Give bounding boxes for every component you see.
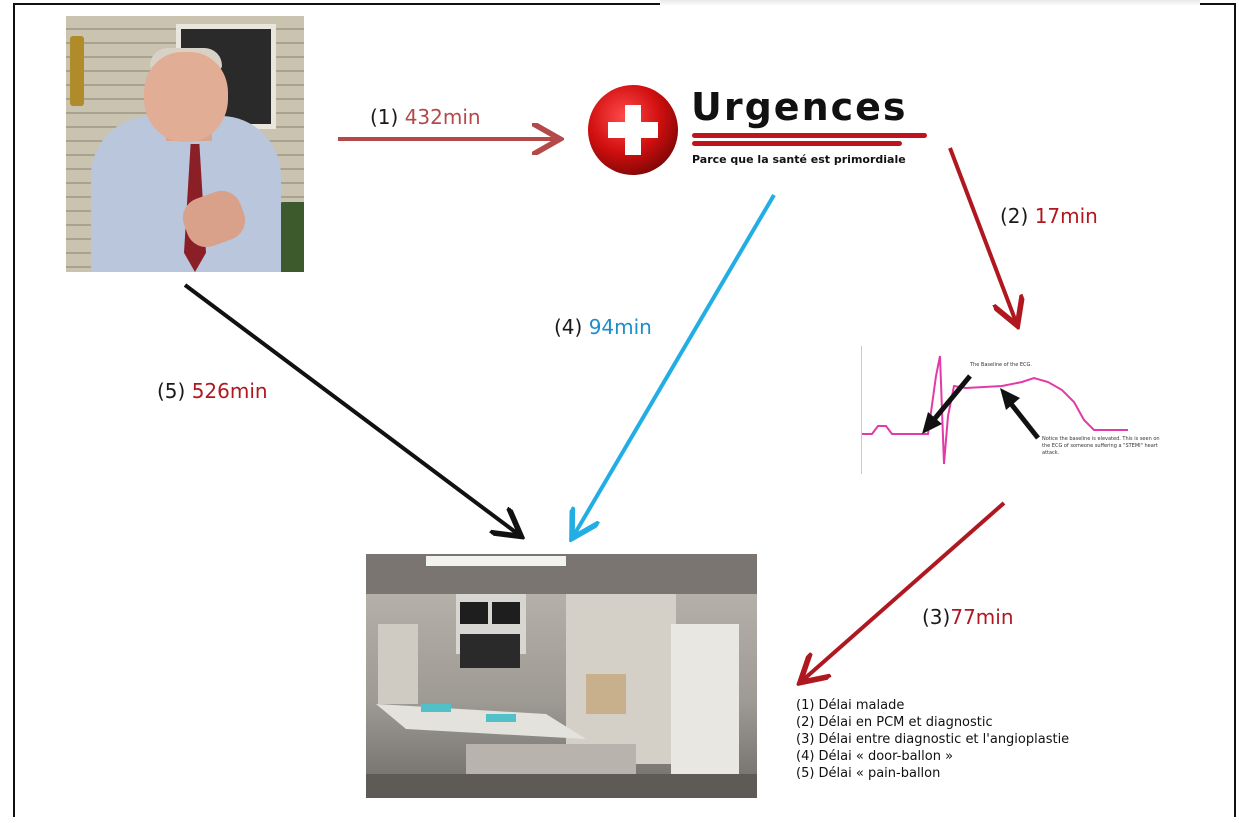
legend: (1) Délai malade (2) Délai en PCM et dia… [796,697,1069,782]
arrow-4 [574,193,776,535]
arrow-2 [948,147,1016,322]
ecg-image: The Baseline of the ECG. Notice the base… [861,346,1184,474]
arrow-label-2: (2) 17min [1000,204,1098,228]
legend-item: (2) Délai en PCM et diagnostic [796,715,993,730]
legend-item: (5) Délai « pain-ballon [796,766,941,781]
legend-item: (1) Délai malade [796,698,905,713]
top-divider [660,0,1200,6]
ecg-trace [862,355,1128,465]
arrow-label-5: (5) 526min [157,379,268,403]
logo-wordmark: Urgences [691,85,908,129]
arrow-3 [803,501,1006,680]
arrow-label-1: (1) 432min [370,105,481,129]
legend-item: (4) Délai « door-ballon » [796,749,954,764]
diagram-frame [13,3,1236,817]
logo-tagline: Parce que la santé est primordiale [692,153,906,166]
legend-item: (3) Délai entre diagnostic et l'angiopla… [796,732,1070,747]
ecg-note-baseline: The Baseline of the ECG. [970,362,1032,368]
arrow-label-4: (4) 94min [554,315,652,339]
arrow-5 [183,283,518,534]
ecg-note-elevated: Notice the baseline is elevated. This is… [1042,436,1160,456]
patient-photo [66,16,304,272]
arrow-label-3: (3)77min [922,605,1014,629]
urgences-logo: Urgences Parce que la santé est primordi… [588,85,933,175]
cath-lab-photo [366,554,757,798]
